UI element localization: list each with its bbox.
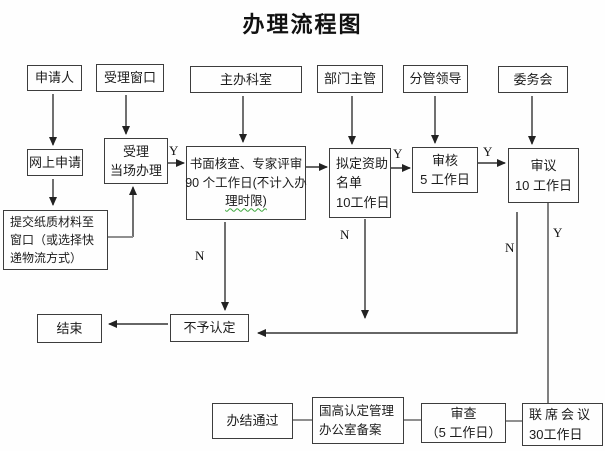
node-label: 结束 — [56, 320, 83, 336]
node-label: 理时限) — [225, 194, 267, 209]
flow-node-online-apply: 网上申请 — [27, 149, 83, 176]
flow-node-committee: 委务会 — [498, 66, 568, 93]
node-label: 审议 — [530, 158, 557, 173]
node-label: 主办科室 — [219, 71, 272, 87]
node-label: 受理窗口 — [103, 70, 156, 86]
branch-label-no: N — [505, 240, 515, 255]
branch-label-no: N — [340, 227, 350, 242]
node-label: 10 工作日 — [514, 177, 573, 193]
flow-node-end: 结束 — [37, 314, 102, 343]
node-label: 网上申请 — [28, 154, 81, 170]
arrow-deliberation-n-to-reject — [257, 212, 518, 337]
flow-node-funding-list: 拟定资助 名单 10工作日 — [329, 148, 391, 218]
node-label: 书面核查、专家评审 — [189, 156, 303, 171]
flow-node-audit: 审核 5 工作日 — [412, 147, 478, 193]
node-label: 名单 — [336, 175, 363, 191]
flow-node-dept-head: 部门主管 — [317, 65, 383, 93]
node-label: 10工作日 — [336, 194, 390, 210]
node-label: 拟定资助 — [336, 155, 389, 171]
flow-node-main-office: 主办科室 — [190, 66, 302, 93]
branch-label-yes: Y — [393, 146, 403, 161]
branch-label-yes: Y — [169, 143, 179, 158]
node-label: （5 工作日） — [425, 425, 502, 440]
node-label: 5 工作日 — [420, 172, 470, 187]
node-label: 办公室备案 — [319, 422, 382, 437]
branch-label-yes: Y — [483, 144, 493, 159]
node-label: 部门主管 — [323, 71, 376, 87]
node-label: 审查 — [450, 405, 477, 421]
node-label: 90 个工作日(不计入办 — [185, 175, 307, 190]
node-label: 国高认定管理 — [319, 403, 395, 418]
page-title: 办理流程图 — [242, 12, 363, 37]
flow-node-complete: 办结通过 — [212, 403, 293, 439]
flow-node-joint-meeting: 联席会议 30工作日 — [522, 403, 603, 446]
flow-node-accept-window: 受理窗口 — [96, 64, 164, 92]
node-label: 申请人 — [34, 70, 74, 86]
node-label: 不予认定 — [183, 320, 236, 336]
node-label: 30工作日 — [529, 426, 583, 442]
flow-node-deliberation: 审议 10 工作日 — [508, 148, 579, 203]
branch-label-yes: Y — [553, 225, 563, 240]
node-label: 递物流方式） — [10, 251, 83, 265]
flow-node-submit-paper: 提交纸质材料至 窗口（或选择快 递物流方式） — [3, 210, 108, 270]
flow-node-record-office: 国高认定管理 办公室备案 — [312, 397, 404, 444]
node-label: 联席会议 — [529, 407, 594, 422]
flow-node-leader: 分管领导 — [403, 65, 468, 93]
branch-label-no: N — [195, 248, 205, 263]
node-label: 提交纸质材料至 — [10, 215, 95, 229]
flow-node-reject: 不予认定 — [170, 314, 249, 342]
node-label: 窗口（或选择快 — [10, 233, 95, 247]
node-label: 受理 — [122, 143, 149, 159]
node-label: 审核 — [431, 152, 458, 168]
flow-node-review: 审查 （5 工作日） — [421, 403, 506, 443]
node-label: 办结通过 — [226, 413, 279, 429]
node-label: 当场办理 — [109, 163, 162, 178]
flow-node-paper-review: 书面核查、专家评审 90 个工作日(不计入办 理时限) — [185, 146, 307, 220]
node-label: 委务会 — [513, 71, 553, 87]
flow-node-applicant: 申请人 — [27, 65, 82, 91]
node-label: 分管领导 — [409, 71, 462, 87]
flow-node-onsite-handling: 受理 当场办理 — [104, 138, 168, 184]
